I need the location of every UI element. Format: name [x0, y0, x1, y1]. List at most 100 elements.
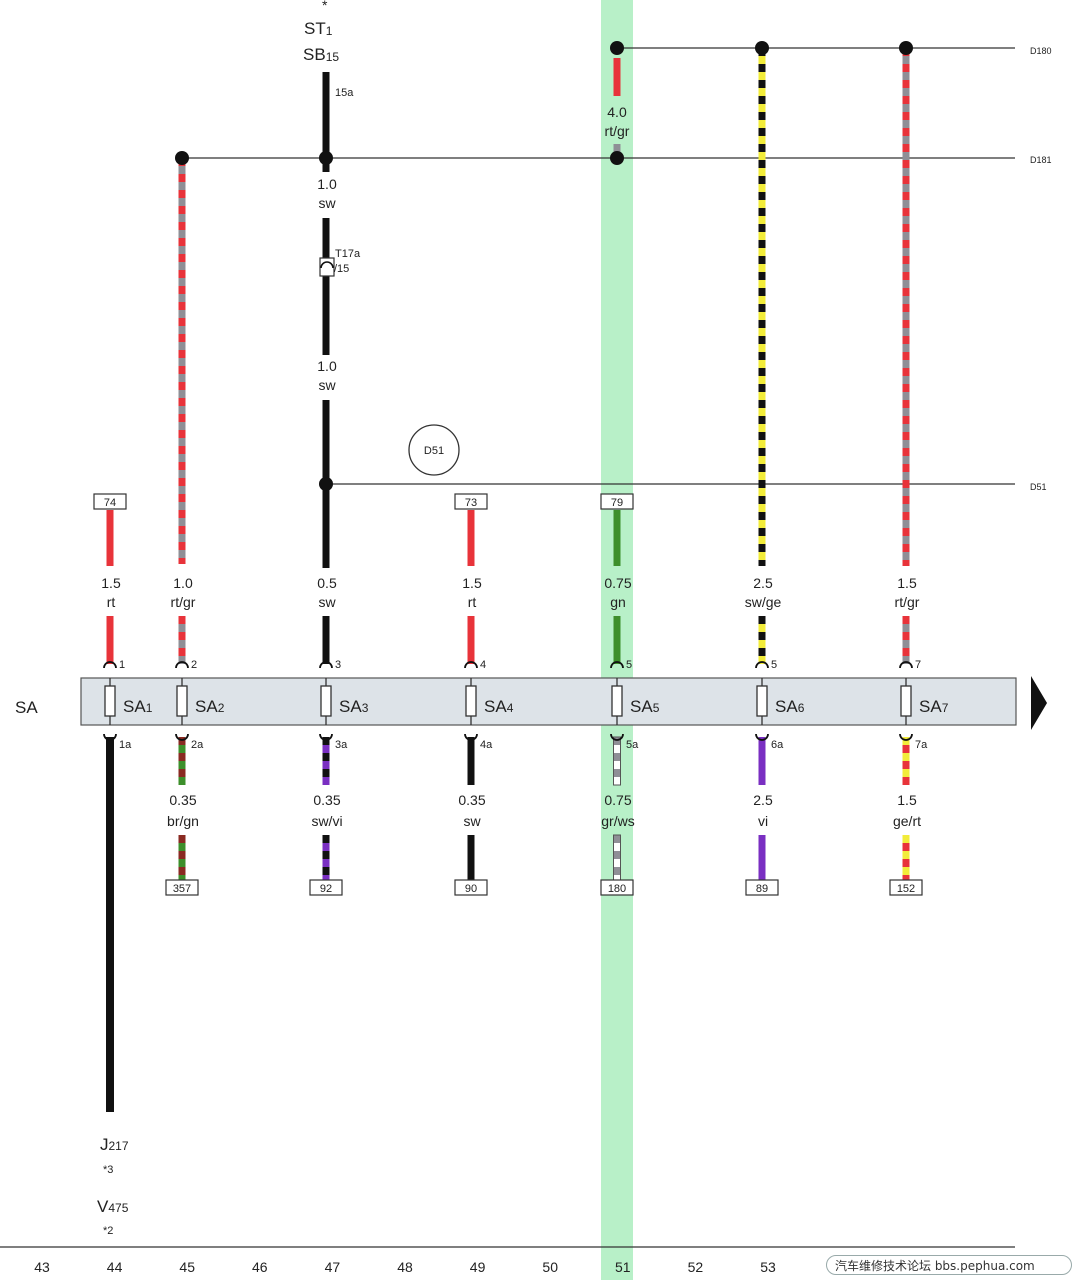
fuse-label: SA6	[775, 697, 805, 716]
terminal-box	[93, 493, 127, 510]
column-number: 46	[252, 1259, 268, 1275]
fuses: 741.5rt11aSA11.0rt/gr22aSA20.35br/gn3570…	[93, 493, 949, 896]
connector-arc	[319, 733, 333, 741]
column-number: 48	[397, 1259, 413, 1275]
fuse-output-pin: 4a	[480, 739, 493, 751]
fuse-symbol	[465, 685, 477, 717]
terminal-box	[454, 879, 488, 896]
junction-dots	[175, 41, 913, 491]
wire-color-label: sw/ge	[745, 594, 782, 610]
terminal-box	[165, 879, 199, 896]
fuse-symbol	[320, 685, 332, 717]
fuse-input-pin: 4	[480, 659, 486, 671]
bus-label-d51: D51	[1030, 482, 1047, 492]
fuse-label: SA4	[484, 697, 514, 716]
wire-size-label: 0.75	[604, 792, 631, 808]
column-number: 44	[107, 1259, 123, 1275]
connector-arc	[175, 661, 189, 669]
wire-size-label: 1.5	[897, 575, 917, 591]
inline-connector-label: T17a	[335, 248, 361, 260]
fuse-symbol	[611, 685, 623, 717]
watermark: 汽车维修技术论坛 bbs.pephua.com	[826, 1255, 1072, 1275]
column-number: 52	[688, 1259, 704, 1275]
terminal-number: 74	[104, 497, 116, 509]
fuse-symbol	[900, 685, 912, 717]
wire-color-label: sw	[318, 377, 336, 393]
connector-arc	[103, 661, 117, 669]
fuse-input-pin: 5	[626, 659, 632, 671]
fuse-input-pin: 3	[335, 659, 341, 671]
connector-arc	[464, 661, 478, 669]
wires	[106, 48, 910, 1112]
fuse-output-pin: 1a	[119, 739, 132, 751]
fuse-input-pin: 5	[771, 659, 777, 671]
junction-d51-symbol	[408, 424, 460, 476]
wire-color-label: sw	[318, 594, 336, 610]
fuse-input-pin: 1	[119, 659, 125, 671]
component-j217: J217	[100, 1135, 129, 1154]
fuse-output-pin: 6a	[771, 739, 784, 751]
wire-color-label: rt	[468, 594, 477, 610]
terminal-box	[745, 879, 779, 896]
junction-dot	[610, 41, 624, 55]
wire-outline	[613, 736, 621, 786]
wire-color-label: sw/vi	[311, 813, 342, 829]
junction-dot	[610, 151, 624, 165]
connector-arc	[464, 733, 478, 741]
fuse-output-pin: 5a	[626, 739, 639, 751]
connector-arc	[755, 733, 769, 741]
terminal-box	[454, 493, 488, 510]
terminal-number: 180	[608, 883, 626, 895]
terminal-number: 79	[611, 497, 623, 509]
connector-arc	[899, 733, 913, 741]
connector-arc	[610, 661, 624, 669]
wire-size-label: 1.5	[897, 792, 917, 808]
terminal-box	[600, 493, 634, 510]
junction-dot	[319, 477, 333, 491]
fuse-bar	[80, 677, 1017, 726]
terminal-number: 73	[465, 497, 477, 509]
wire-color-label: vi	[758, 813, 768, 829]
fuse-symbol	[756, 685, 768, 717]
top-connector-sb: SB15	[303, 45, 339, 64]
connector-arc	[755, 661, 769, 669]
wire-size-label: 4.0	[607, 104, 627, 120]
wire-size-label: 1.0	[317, 176, 337, 192]
wire-color-label: ge/rt	[893, 813, 921, 829]
fuse-symbol	[104, 685, 116, 717]
wire-color-label: rt/gr	[895, 594, 920, 610]
top-connector-st: ST1	[304, 19, 333, 38]
junction-dot	[899, 41, 913, 55]
fuse-label: SA7	[919, 697, 949, 716]
fuse-input-pin: 7	[915, 659, 921, 671]
junction-d51-label: D51	[424, 445, 444, 457]
wire-size-label: 1.0	[173, 575, 193, 591]
top-asterisk: *	[322, 0, 328, 13]
wire-size-label: 0.5	[317, 575, 337, 591]
column-number: 49	[470, 1259, 486, 1275]
terminal-number: 357	[173, 883, 191, 895]
component-v475: V475	[97, 1197, 129, 1216]
wire-size-label: 1.5	[101, 575, 121, 591]
column-number: 50	[542, 1259, 558, 1275]
fuse-output-pin: 7a	[915, 739, 928, 751]
wire-size-label: 0.75	[604, 575, 631, 591]
bus-label-d181: D181	[1030, 155, 1052, 165]
bus-lines	[182, 47, 1015, 485]
fuse-bar-label: SA	[15, 698, 38, 717]
fuse-label: SA1	[123, 697, 153, 716]
wire-color-label: gn	[610, 594, 626, 610]
fuse-input-pin: 2	[191, 659, 197, 671]
wire-color-label: rt/gr	[605, 123, 630, 139]
terminal-number: 89	[756, 883, 768, 895]
connector-arc	[899, 661, 913, 669]
wire-color-label: sw	[318, 195, 336, 211]
inline-connector	[319, 257, 335, 277]
terminal-number: 152	[897, 883, 915, 895]
terminal-number: 90	[465, 883, 477, 895]
terminal-number: 92	[320, 883, 332, 895]
inline-connector-pin: /15	[334, 263, 349, 275]
